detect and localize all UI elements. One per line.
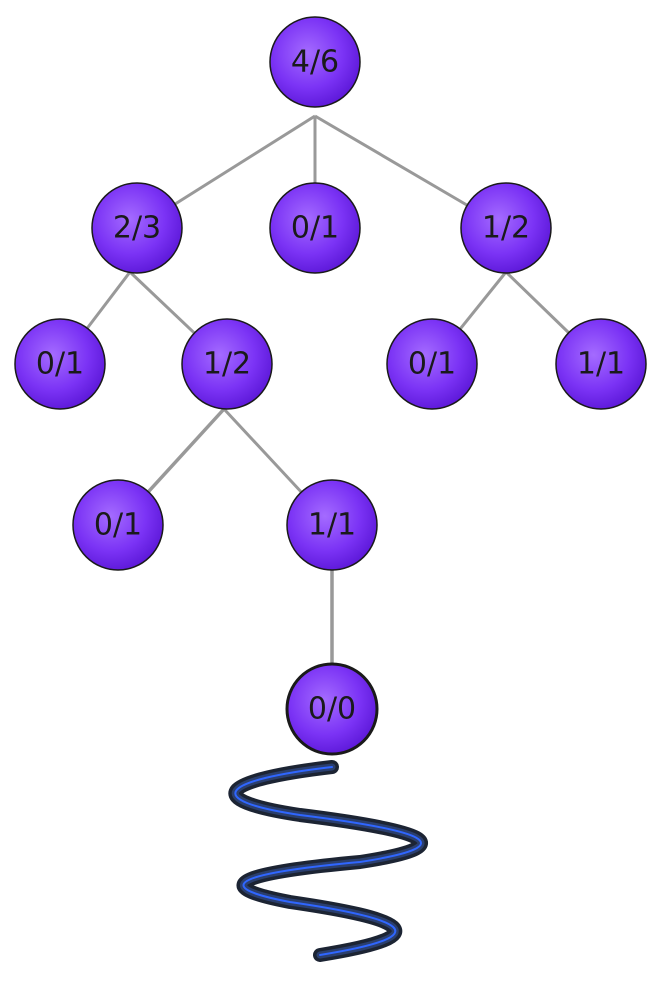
edge-root-l1-right [314,114,470,208]
tree-node-l3-a: 0/1 [72,479,164,571]
node-circle [285,662,379,756]
node-label: 1/1 [577,347,625,382]
node-label: 1/1 [308,508,356,543]
node-label: 0/1 [36,347,84,382]
node-label: 0/1 [291,211,339,246]
node-circle [269,182,361,274]
node-circle [386,318,478,410]
node-circle [269,16,361,108]
tree-node-l4-a: 0/0 [285,662,379,756]
node-label: 4/6 [291,45,339,80]
edge-l1-left-l2-b [128,270,198,336]
tree-node-l2-d: 1/1 [555,318,647,410]
spring-inner-stroke [234,766,422,956]
node-label: 0/0 [308,692,356,727]
node-circle [555,318,647,410]
tree-node-l3-b: 1/1 [286,479,378,571]
tree-node-l2-a: 0/1 [14,318,106,410]
node-label: 1/2 [203,347,251,382]
tree-node-root: 4/6 [269,16,361,108]
edge-root-l1-left [172,114,316,207]
tree-edges [84,114,572,667]
node-circle [181,318,273,410]
tree-node-l1-right: 1/2 [460,182,552,274]
tree-node-l1-mid: 0/1 [269,182,361,274]
node-label: 1/2 [482,211,530,246]
edge-l1-right-l2-d [504,270,572,336]
edge-l2-b-l3-a [145,407,226,495]
node-circle [14,318,106,410]
spring-icon [228,760,428,962]
tree-nodes: 4/6 2/3 0/1 1/2 0/1 1/2 0/1 1/1 0/1 1/1 0/0 [14,16,647,756]
node-circle [460,182,552,274]
tree-node-l1-left: 2/3 [91,182,183,274]
node-label: 0/1 [408,347,456,382]
node-circle [91,182,183,274]
node-circle [72,479,164,571]
node-label: 0/1 [94,508,142,543]
tree-node-l2-b: 1/2 [181,318,273,410]
edge-l2-b-l3-b [222,407,304,495]
edge-l1-left-l2-a [84,271,132,331]
node-circle [286,479,378,571]
node-label: 2/3 [113,211,161,246]
tree-node-l2-c: 0/1 [386,318,478,410]
edge-l1-right-l2-c [457,271,508,332]
